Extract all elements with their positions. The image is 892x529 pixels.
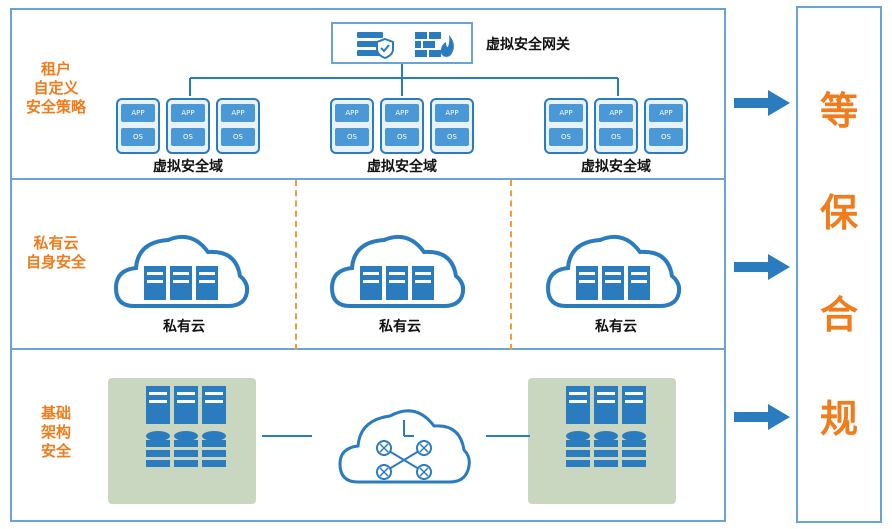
arrow-right-icon	[734, 404, 790, 430]
infra-layer-label: 基础 架构 安全	[40, 404, 71, 460]
compliance-char: 保	[819, 191, 858, 235]
server-shield-icon	[357, 32, 394, 59]
cloud-icon	[329, 235, 466, 308]
firewall-icon	[415, 32, 454, 57]
compliance-char: 规	[819, 397, 858, 441]
network-cloud-icon	[338, 409, 471, 484]
private-cloud-label: 私有云	[595, 319, 637, 335]
compliance-panel: 等 保 合 规	[796, 6, 882, 523]
tenant-layer-label: 租户 自定义 安全策略	[25, 60, 86, 116]
compliance-char: 合	[819, 293, 858, 337]
arrow-right-icon	[734, 90, 790, 116]
compliance-char: 等	[819, 89, 858, 133]
gateway-label: 虚拟安全网关	[486, 37, 570, 53]
arrow-right-icon	[734, 254, 790, 280]
virtual-security-domain-label: 虚拟安全域	[367, 159, 437, 175]
private-cloud-layer-label: 私有云 自身安全	[25, 234, 86, 271]
column-divider	[295, 180, 297, 350]
private-cloud-label: 私有云	[163, 319, 205, 335]
virtual-security-gateway	[331, 22, 473, 64]
server-storage-icon	[146, 386, 226, 467]
cloud-icon	[113, 235, 250, 308]
column-divider	[510, 180, 512, 350]
server-storage-icon	[566, 386, 646, 467]
virtual-security-domain-label: 虚拟安全域	[153, 159, 223, 175]
virtual-security-domain-label: 虚拟安全域	[581, 159, 651, 175]
private-cloud-label: 私有云	[379, 319, 421, 335]
cloud-icon	[545, 235, 682, 308]
